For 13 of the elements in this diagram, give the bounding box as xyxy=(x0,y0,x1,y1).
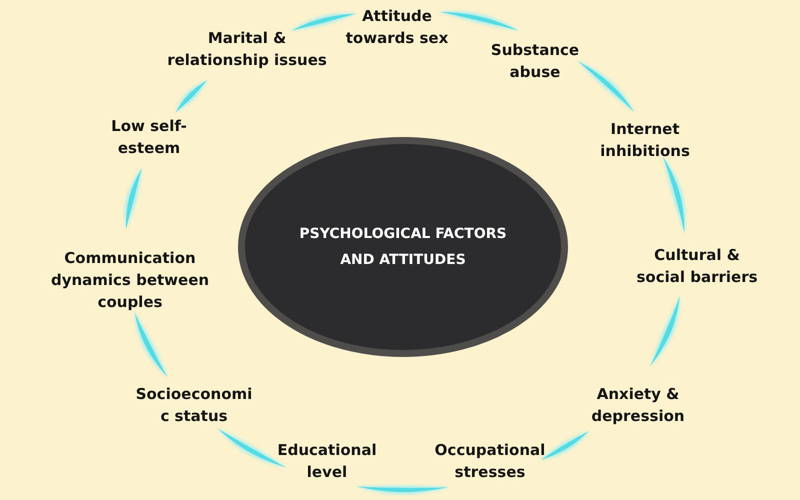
factor-label: Low self- esteem xyxy=(110,116,188,159)
factor-label: Internet inhibitions xyxy=(600,119,690,162)
ellipse-title: PSYCHOLOGICAL FACTORS AND ATTITUDES xyxy=(298,225,508,270)
factor-label: Occupational stresses xyxy=(434,440,546,483)
factor-label: Communication dynamics between couples xyxy=(50,248,210,313)
factor-label: Educational level xyxy=(276,440,378,483)
factor-label: Marital & relationship issues xyxy=(166,28,328,71)
factor-label: Socioeconomi c status xyxy=(135,384,253,427)
factor-label: Anxiety & depression xyxy=(590,384,686,427)
factor-label: Attitude towards sex xyxy=(345,6,449,49)
central-ellipse xyxy=(238,137,568,357)
factor-label: Substance abuse xyxy=(490,40,580,83)
factor-label: Cultural & social barriers xyxy=(636,245,758,288)
